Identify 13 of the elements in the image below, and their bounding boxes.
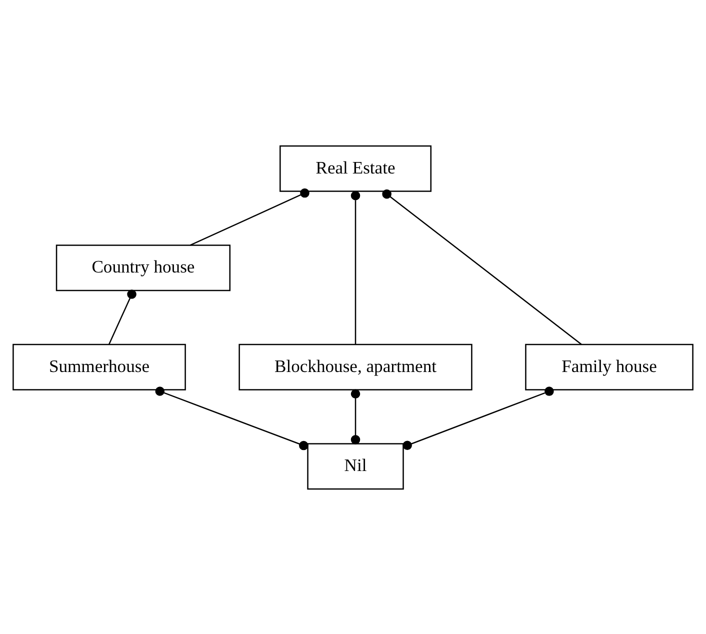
node-box: Blockhouse, apartment xyxy=(238,343,472,390)
node-box: Family house xyxy=(525,343,694,390)
connector xyxy=(190,188,310,246)
connector xyxy=(350,190,360,344)
node-box: Nil xyxy=(307,442,404,490)
node-box: Real Estate xyxy=(280,144,432,192)
connector xyxy=(382,188,582,344)
connector xyxy=(350,388,360,444)
connector xyxy=(108,289,136,344)
node-box: Summerhouse xyxy=(12,343,186,390)
connector xyxy=(402,386,554,450)
node-box: Country house xyxy=(56,244,231,291)
connector xyxy=(155,386,308,450)
